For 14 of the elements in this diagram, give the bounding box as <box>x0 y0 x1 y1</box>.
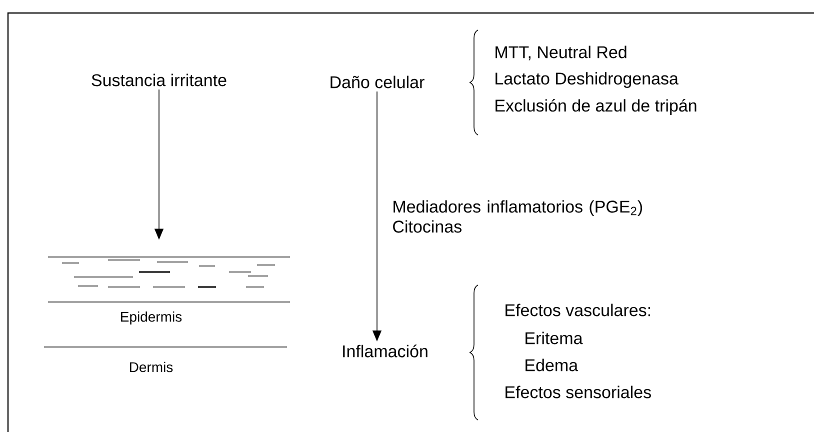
node-text: Daño celular <box>330 76 424 88</box>
list-item: Efectos vasculares: <box>506 304 650 316</box>
list-item: Lactato Deshidrogenasa <box>496 72 678 88</box>
layer-label: Dermis <box>130 362 173 372</box>
node-text: Sustancia irritante <box>92 74 226 86</box>
skin-layers-drawing <box>48 256 290 302</box>
list-item: Edema <box>526 358 578 372</box>
layer-label: Epidermis <box>121 311 182 325</box>
edge-label: Mediadores inflamatorios (PGE$_{2}$) Citocinas <box>393 200 642 233</box>
list-item: Eritema <box>526 332 583 344</box>
list-item: Exclusión de azul de tripán <box>496 98 696 116</box>
list-item: MTT, Neutral Red <box>496 46 626 60</box>
node-text: Inflamación <box>343 344 428 358</box>
list-item: Efectos sensoriales <box>506 386 651 398</box>
